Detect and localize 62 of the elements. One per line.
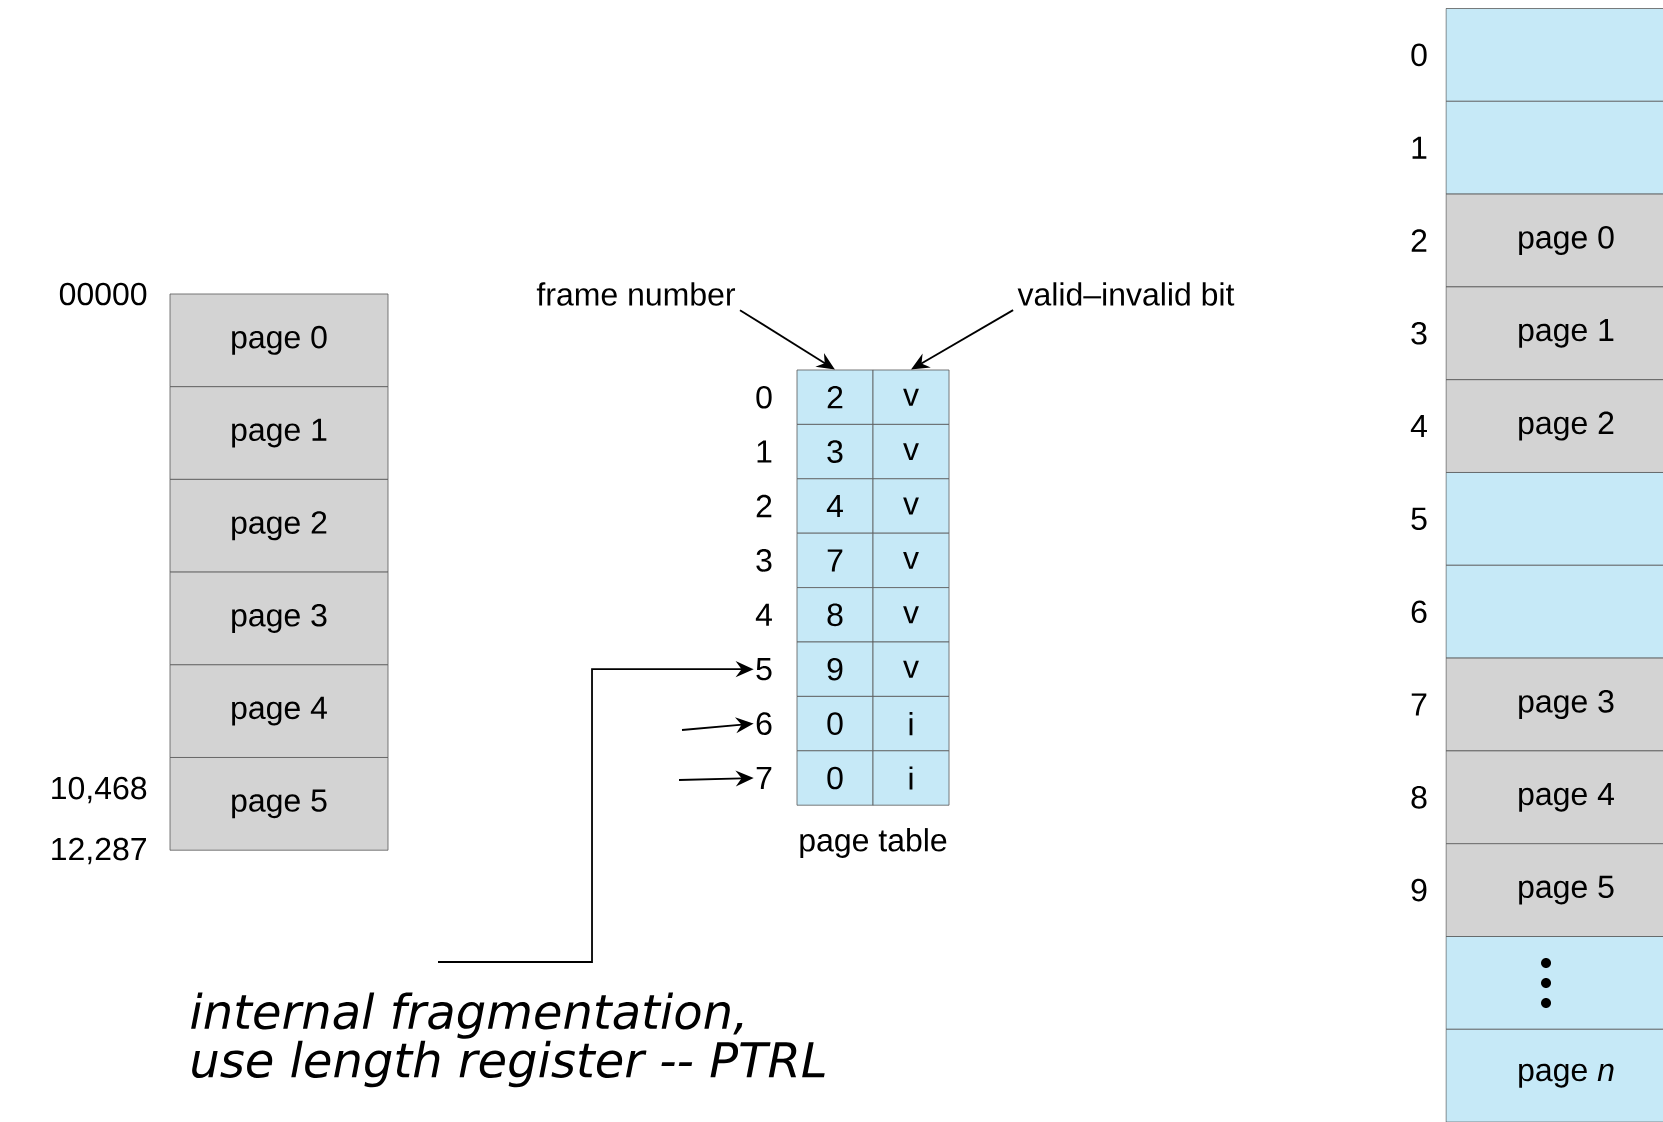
frame-number: 7	[1411, 693, 1427, 716]
memory-cell: 8	[796, 587, 874, 643]
memory-cell: page 4	[1445, 750, 1663, 845]
row-number: 0	[756, 385, 772, 409]
memory-cell: page 4	[169, 664, 389, 758]
callout-text: frame number	[536, 282, 736, 306]
memory-cell: i	[872, 750, 950, 806]
memory-cell: 2	[796, 369, 874, 425]
row-number: 1	[757, 440, 772, 463]
memory-cell	[1445, 564, 1663, 659]
memory-cell: 0	[796, 750, 874, 806]
frame-number: 6	[1411, 600, 1427, 624]
frame-number: 4	[1410, 415, 1427, 438]
frame-number: 1	[1412, 136, 1427, 159]
row-number: 5	[756, 658, 772, 681]
row-number: 2	[756, 494, 772, 518]
memory-cell: page 1	[1445, 286, 1663, 381]
address-label: 10,468	[52, 776, 147, 804]
callout-text: valid–invalid bit	[1017, 282, 1235, 306]
arrow	[739, 309, 835, 370]
memory-cell: v	[872, 478, 950, 534]
memory-cell: v	[872, 424, 950, 480]
memory-cell: page 2	[1445, 379, 1663, 473]
memory-cell: page 0	[169, 293, 389, 388]
node-label: page 4	[1519, 782, 1614, 812]
memory-cell: page 3	[1445, 657, 1663, 752]
frame-number: 9	[1411, 878, 1427, 902]
memory-cell: 0	[796, 696, 874, 752]
memory-cell: page 5	[1445, 843, 1663, 937]
memory-cell: v	[872, 369, 950, 425]
memory-cell: i	[872, 696, 950, 752]
memory-cell	[1445, 8, 1663, 102]
memory-cell: page n	[1445, 1028, 1663, 1122]
memory-cell: 4	[796, 478, 874, 534]
memory-cell: page 1	[169, 386, 389, 480]
address-label: 12,287	[52, 837, 146, 865]
note-text: internal fragmentation, use length register -- PTRL	[191, 992, 825, 1088]
memory-cell	[1445, 936, 1663, 1030]
row-number: 6	[756, 712, 772, 735]
row-number: 3	[756, 549, 772, 572]
memory-cell: v	[872, 532, 950, 588]
memory-cell	[1445, 100, 1663, 195]
memory-cell	[1445, 472, 1663, 566]
row-number: 7	[756, 767, 772, 789]
memory-cell: 7	[796, 532, 874, 588]
frame-number: 2	[1411, 229, 1427, 252]
frame-number: 8	[1411, 786, 1427, 809]
memory-cell: page 2	[169, 479, 389, 573]
memory-cell: page 3	[169, 571, 389, 666]
frame-number: 0	[1411, 43, 1427, 67]
table-caption: page table	[800, 828, 947, 858]
node-label: page 0	[1519, 226, 1614, 255]
memory-cell: v	[872, 587, 950, 643]
memory-cell: 3	[796, 424, 874, 480]
row-number: 4	[755, 603, 772, 626]
address-label: 00000	[59, 282, 147, 306]
memory-cell: page 0	[1445, 193, 1663, 288]
frame-number: 5	[1411, 507, 1427, 531]
memory-cell: page 5	[169, 757, 389, 851]
frame-number: 3	[1411, 322, 1427, 345]
memory-cell: 9	[796, 641, 874, 697]
memory-cell: v	[872, 641, 950, 697]
